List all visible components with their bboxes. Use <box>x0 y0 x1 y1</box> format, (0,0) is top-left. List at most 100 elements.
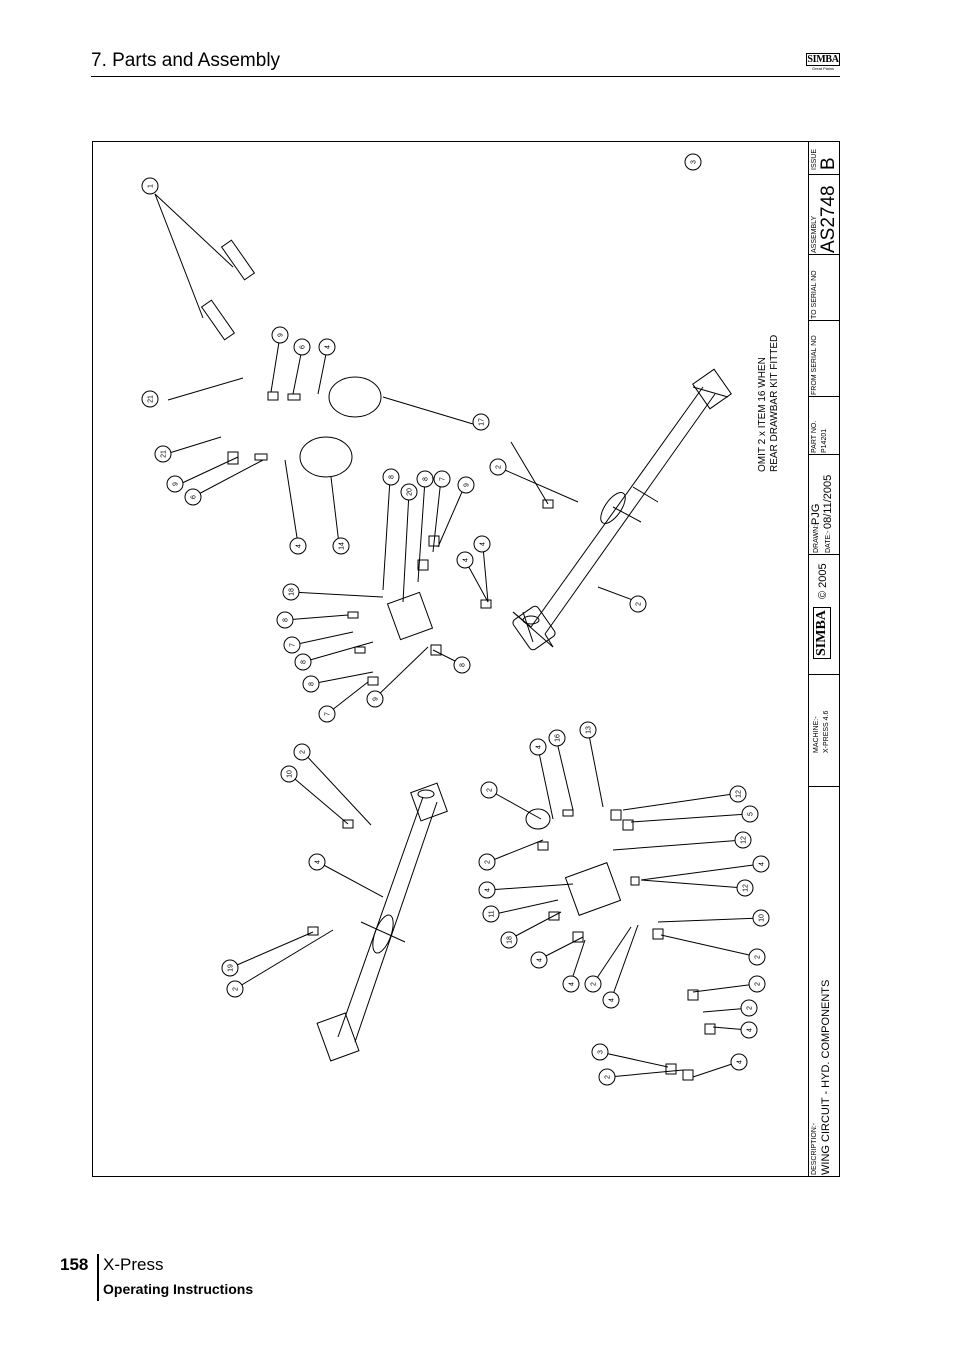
balloon-circle <box>400 483 418 501</box>
item-balloon: 7 <box>318 705 336 723</box>
item-balloon: 4 <box>529 738 547 756</box>
leader-lines <box>154 193 762 1078</box>
balloon-circle <box>289 537 307 555</box>
balloon-label: 9 <box>278 333 285 337</box>
issue-value: B <box>818 157 839 170</box>
note-line-2: REAR DRAWBAR KIT FITTED <box>769 334 780 472</box>
footer-divider <box>97 1254 99 1301</box>
item-balloon: 2 <box>584 975 602 993</box>
balloon-label: 2 <box>496 465 503 469</box>
balloon-circle <box>562 975 580 993</box>
item-balloon: 7 <box>283 636 301 654</box>
balloon-circle <box>500 931 518 949</box>
item-balloon: 17 <box>472 413 490 431</box>
balloon-circle <box>740 1021 758 1039</box>
issue-label: ISSUE <box>811 148 818 170</box>
item-balloon: 8 <box>416 470 434 488</box>
balloon-label: 6 <box>191 495 198 499</box>
balloon-circle <box>382 468 400 486</box>
balloon-label: 4 <box>537 958 544 962</box>
balloon-label: 7 <box>325 712 332 716</box>
copyright: © 2005 <box>817 563 829 599</box>
balloon-label: 5 <box>748 812 755 816</box>
balloon-circle <box>221 959 239 977</box>
item-balloon: 12 <box>729 785 747 803</box>
item-balloon: 14 <box>332 537 350 555</box>
balloon-circle <box>184 488 202 506</box>
tb-assembly: ASSEMBLY AS2748 <box>809 174 839 254</box>
balloon-label: 14 <box>339 542 346 550</box>
balloon-circle <box>332 537 350 555</box>
item-balloon: 8 <box>294 653 312 671</box>
fittings <box>227 391 716 1081</box>
balloon-circle <box>748 948 766 966</box>
balloon-label: 2 <box>233 987 240 991</box>
balloon-circle <box>584 975 602 993</box>
valve-block-upper <box>386 591 434 641</box>
item-balloon: 4 <box>456 551 474 569</box>
balloon-label: 2 <box>747 1006 754 1010</box>
tb-issue: ISSUE B <box>809 142 839 174</box>
balloon-circle <box>734 831 752 849</box>
item-balloon: 6 <box>184 488 202 506</box>
balloon-circle <box>473 535 491 553</box>
balloon-circle <box>416 470 434 488</box>
item-balloon: 2 <box>489 458 507 476</box>
item-balloon: 20 <box>400 483 418 501</box>
balloon-label: 4 <box>569 982 576 986</box>
from-serial-label: FROM SERIAL NO <box>811 335 818 395</box>
balloon-label: 18 <box>507 936 514 944</box>
balloon-label: 12 <box>741 836 748 844</box>
item-balloon: 8 <box>453 656 471 674</box>
balloon-circle <box>141 177 159 195</box>
date-label: DATE:- <box>825 530 832 553</box>
balloon-circle <box>579 721 597 739</box>
assembly-label: ASSEMBLY <box>811 215 818 253</box>
item-balloon: 2 <box>748 975 766 993</box>
balloon-circle <box>530 951 548 969</box>
tb-machine: MACHINE:- X-PRESS 4.6 <box>809 674 839 786</box>
item-balloon: 6 <box>293 338 311 356</box>
item-balloon: 4 <box>752 855 770 873</box>
balloon-label: 8 <box>301 660 308 664</box>
item-balloon: 4 <box>602 991 620 1009</box>
footer-title: X-Press <box>103 1255 164 1274</box>
balloon-label: 2 <box>300 750 307 754</box>
balloon-label: 7 <box>290 643 297 647</box>
logo-subtext: Great Plains <box>811 66 834 71</box>
part-no-label: PART NO. <box>811 420 818 453</box>
item-balloon: 10 <box>280 765 298 783</box>
brand-logo: SIMBA Great Plains <box>806 53 840 73</box>
note-line-1: OMIT 2 x ITEM 16 WHEN <box>757 357 768 472</box>
balloon-circle <box>294 653 312 671</box>
cylinder-lower <box>316 782 448 1062</box>
balloon-label: 9 <box>373 697 380 701</box>
balloon-label: 8 <box>309 682 316 686</box>
item-balloon: 18 <box>282 583 300 601</box>
balloon-label: 2 <box>755 955 762 959</box>
item-balloon: 9 <box>166 475 184 493</box>
balloon-label: 11 <box>489 910 496 917</box>
balloon-circle <box>282 583 300 601</box>
hydraulic-drawing: 1219641721964148208794242188788798102419… <box>141 153 770 1086</box>
balloon-circle <box>548 729 566 747</box>
balloon-label: 17 <box>479 418 486 426</box>
drawn-value: PJG <box>810 503 822 525</box>
tb-drawn: DRAWN:- PJG DATE:- 08/11/2005 <box>809 454 839 554</box>
balloon-label: 21 <box>161 450 168 458</box>
item-balloon: 2 <box>478 853 496 871</box>
item-balloon: 3 <box>684 153 702 171</box>
balloon-circle <box>271 326 289 344</box>
balloon-label: 4 <box>759 862 766 866</box>
balloon-label: 20 <box>407 488 414 496</box>
item-balloon: 4 <box>530 951 548 969</box>
item-balloon: 10 <box>752 909 770 927</box>
item-balloon: 2 <box>629 595 647 613</box>
item-balloon: 8 <box>382 468 400 486</box>
balloon-label: 4 <box>609 998 616 1002</box>
header-rule <box>91 76 840 77</box>
description-label: DESCRIPTION:- <box>811 1122 818 1175</box>
to-serial-label: TO SERIAL NO <box>811 270 818 319</box>
balloon-circle <box>366 690 384 708</box>
